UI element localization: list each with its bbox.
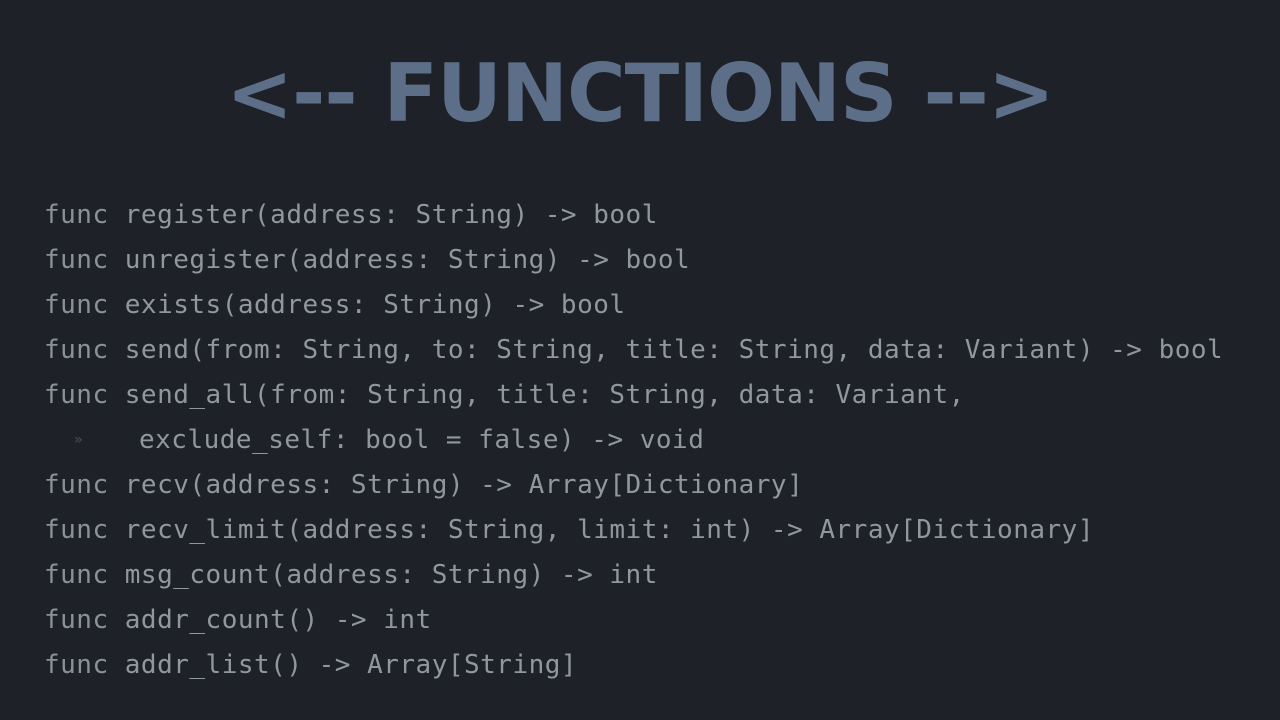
function-signature: exists(address: String) -> bool <box>124 290 626 320</box>
code-line-register: func register(address: String) -> bool <box>44 193 1264 238</box>
func-keyword: func <box>44 560 109 590</box>
function-signature: recv_limit(address: String, limit: int) … <box>124 515 1094 545</box>
tab-indent-icon: » <box>74 432 83 448</box>
code-line-addr-list: func addr_list() -> Array[String] <box>44 643 1264 688</box>
function-signature: unregister(address: String) -> bool <box>124 245 691 275</box>
code-line-recv-limit: func recv_limit(address: String, limit: … <box>44 508 1264 553</box>
func-keyword: func <box>44 200 109 230</box>
func-keyword: func <box>44 290 109 320</box>
function-signature: addr_list() -> Array[String] <box>124 650 578 680</box>
code-line-addr-count: func addr_count() -> int <box>44 598 1264 643</box>
func-keyword: func <box>44 650 109 680</box>
func-keyword: func <box>44 380 109 410</box>
code-line-send-all: func send_all(from: String, title: Strin… <box>44 373 1264 418</box>
code-block: func register(address: String) -> bool f… <box>44 193 1264 688</box>
code-line-unregister: func unregister(address: String) -> bool <box>44 238 1264 283</box>
func-keyword: func <box>44 335 109 365</box>
code-line-msg-count: func msg_count(address: String) -> int <box>44 553 1264 598</box>
page-title: <-- FUNCTIONS --> <box>226 47 1055 140</box>
func-keyword: func <box>44 605 109 635</box>
code-line-recv: func recv(address: String) -> Array[Dict… <box>44 463 1264 508</box>
code-line-send-all-continuation: » exclude_self: bool = false) -> void <box>44 418 1264 463</box>
function-signature: register(address: String) -> bool <box>124 200 658 230</box>
function-signature-continuation: exclude_self: bool = false) -> void <box>139 425 705 455</box>
function-signature: send_all(from: String, title: String, da… <box>124 380 965 410</box>
function-signature: addr_count() -> int <box>124 605 432 635</box>
function-signature: msg_count(address: String) -> int <box>124 560 658 590</box>
function-signature: send(from: String, to: String, title: St… <box>124 335 1224 365</box>
func-keyword: func <box>44 245 109 275</box>
function-signature: recv(address: String) -> Array[Dictionar… <box>124 470 804 500</box>
func-keyword: func <box>44 470 109 500</box>
code-line-exists: func exists(address: String) -> bool <box>44 283 1264 328</box>
func-keyword: func <box>44 515 109 545</box>
code-line-send: func send(from: String, to: String, titl… <box>44 328 1264 373</box>
